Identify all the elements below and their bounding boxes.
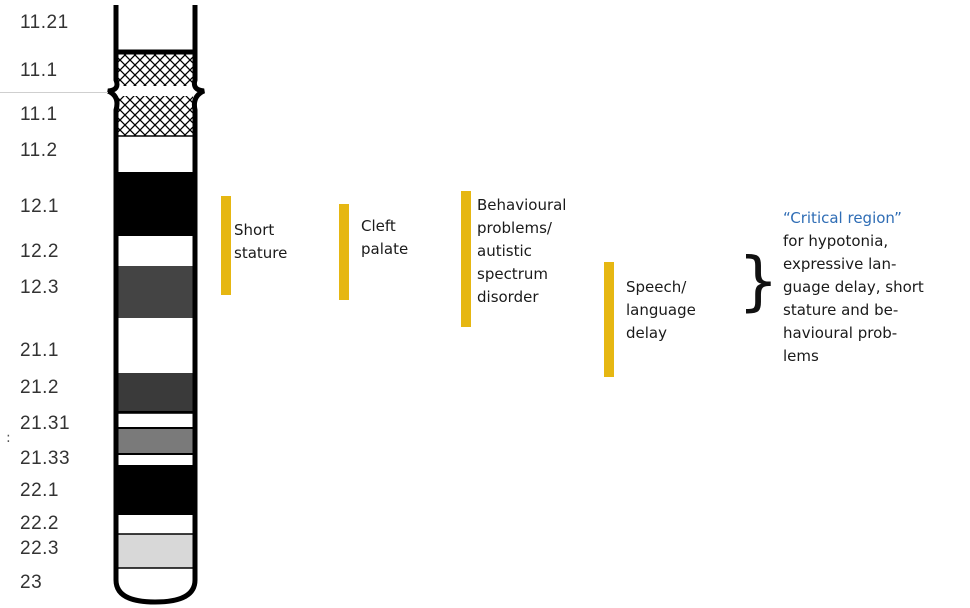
band-label: 11.2 bbox=[20, 140, 58, 161]
band-21-31 bbox=[117, 429, 194, 453]
critical-region-highlight: Critical region bbox=[790, 209, 895, 227]
band-21-2 bbox=[117, 373, 194, 414]
band-label: 21.1 bbox=[20, 340, 59, 361]
cleft-palate-label: Cleft palate bbox=[361, 217, 409, 258]
band-label: 12.3 bbox=[20, 277, 59, 298]
chromosome-p-arm bbox=[113, 5, 198, 55]
short-stature-bar bbox=[221, 196, 231, 295]
band-11-1-hatched-lower bbox=[118, 96, 193, 136]
critical-line: lems bbox=[783, 347, 819, 365]
band-label: 22.2 bbox=[20, 513, 59, 534]
band-label: 11.21 bbox=[20, 12, 69, 33]
band-label: 21.31 bbox=[20, 413, 71, 434]
speech-language-delay-label: Speech/ language delay bbox=[626, 278, 696, 342]
reference-line bbox=[0, 92, 108, 93]
critical-line: for hypotonia, bbox=[783, 232, 889, 250]
short-stature-label: Short stature bbox=[234, 221, 288, 262]
band-label: 22.1 bbox=[20, 480, 59, 501]
band-11-1-hatched-upper bbox=[118, 52, 193, 86]
critical-quote-open: “ bbox=[783, 209, 791, 227]
band-label: 21.2 bbox=[20, 377, 59, 398]
cleft-palate-bar bbox=[339, 204, 349, 300]
band-12-1 bbox=[117, 172, 194, 236]
band-label: 12.2 bbox=[20, 241, 59, 262]
chromosome-outline bbox=[106, 52, 206, 605]
band-22-3 bbox=[117, 534, 194, 568]
critical-line: guage delay, short bbox=[783, 278, 924, 296]
band-label: 11.1 bbox=[20, 60, 58, 81]
critical-quote-close: ” bbox=[894, 209, 902, 227]
band-label: 11.1 bbox=[20, 104, 58, 125]
curly-brace: } bbox=[738, 245, 779, 319]
band-label: 22.3 bbox=[20, 538, 59, 559]
critical-region-note: “Critical region” for hypotonia, express… bbox=[783, 207, 968, 368]
behavioural-problems-bar bbox=[461, 191, 471, 327]
band-label: 23 bbox=[20, 572, 43, 593]
critical-line: expressive lan- bbox=[783, 255, 897, 273]
band-22-1 bbox=[117, 465, 194, 515]
critical-line: stature and be- bbox=[783, 301, 899, 319]
critical-line: havioural prob- bbox=[783, 324, 898, 342]
band-12-3 bbox=[117, 266, 194, 318]
band-label: 12.1 bbox=[20, 196, 59, 217]
chromosome-ideogram bbox=[106, 5, 206, 605]
stray-mark: : bbox=[6, 430, 11, 446]
band-label: 21.33 bbox=[20, 448, 71, 469]
speech-language-delay-bar bbox=[604, 262, 614, 377]
behavioural-problems-label: Behavioural problems/ autistic spectrum … bbox=[477, 196, 567, 306]
